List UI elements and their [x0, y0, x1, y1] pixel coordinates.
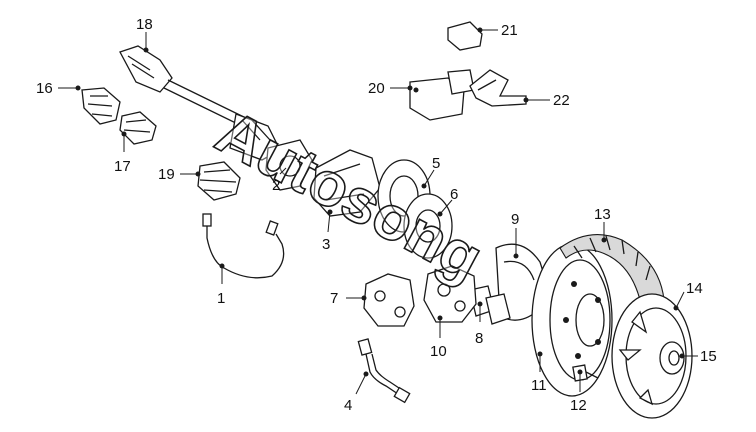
callout-3: 3 [322, 209, 333, 253]
brake-caliper-drawing [363, 273, 415, 327]
callout-12: 12 [570, 369, 587, 414]
callout-label-20: 20 [368, 80, 385, 97]
brake-hose-drawing [357, 338, 411, 404]
callout-17: 17 [114, 131, 131, 175]
cv-boot-19-drawing [197, 161, 241, 201]
callout-label-4: 4 [344, 397, 352, 414]
steering-knuckle-drawing [265, 139, 313, 191]
centre-cap-drawing [659, 341, 685, 375]
callout-16: 16 [36, 80, 81, 97]
callout-label-2: 2 [272, 177, 280, 194]
callout-9: 9 [511, 211, 519, 259]
callout-label-15: 15 [700, 348, 717, 365]
callout-5: 5 [421, 155, 440, 189]
callout-10: 10 [430, 315, 447, 360]
callout-label-18: 18 [136, 16, 153, 33]
callout-label-16: 16 [36, 80, 53, 97]
callout-20: 20 [368, 80, 413, 97]
callout-1: 1 [217, 263, 225, 307]
callout-4: 4 [344, 371, 369, 414]
callout-13: 13 [594, 206, 611, 243]
callout-layer: 1 2 3 4 5 6 7 [36, 16, 717, 414]
bracket-drawing [469, 69, 527, 107]
callout-label-10: 10 [430, 343, 447, 360]
cv-boot-16-drawing [81, 87, 121, 125]
abs-cable-drawing [202, 213, 285, 279]
callout-label-19: 19 [158, 166, 175, 183]
callout-8: 8 [475, 301, 483, 347]
sensor-block-drawing [409, 69, 475, 121]
callout-label-7: 7 [330, 290, 338, 307]
hub-cap-drawing [611, 293, 693, 419]
callout-label-22: 22 [553, 92, 570, 109]
callout-22: 22 [523, 92, 570, 109]
callout-14: 14 [673, 280, 703, 311]
callout-7: 7 [330, 290, 367, 307]
caliper-bracket-drawing [313, 149, 381, 217]
callout-19: 19 [158, 166, 201, 183]
callout-label-1: 1 [217, 290, 225, 307]
callout-label-5: 5 [432, 155, 440, 172]
callout-label-17: 17 [114, 158, 131, 175]
callout-label-6: 6 [450, 186, 458, 203]
callout-15: 15 [679, 348, 717, 365]
callout-6: 6 [437, 186, 458, 217]
cv-boot-17-drawing [119, 111, 157, 145]
callout-label-12: 12 [570, 397, 587, 414]
callout-18: 18 [136, 16, 153, 53]
callout-label-3: 3 [322, 236, 330, 253]
brake-disc-outer-drawing [403, 193, 453, 259]
callout-21: 21 [477, 22, 518, 39]
callout-label-8: 8 [475, 330, 483, 347]
callout-label-21: 21 [501, 22, 518, 39]
steel-wheel-drawing [531, 243, 613, 397]
callout-2: 2 [272, 167, 287, 194]
callout-label-9: 9 [511, 211, 519, 228]
callout-label-11: 11 [531, 377, 547, 394]
callout-label-13: 13 [594, 206, 611, 223]
callout-label-14: 14 [686, 280, 703, 297]
clip-drawing [447, 21, 483, 51]
caliper-housing-drawing [423, 265, 477, 323]
callout-11: 11 [531, 351, 547, 394]
